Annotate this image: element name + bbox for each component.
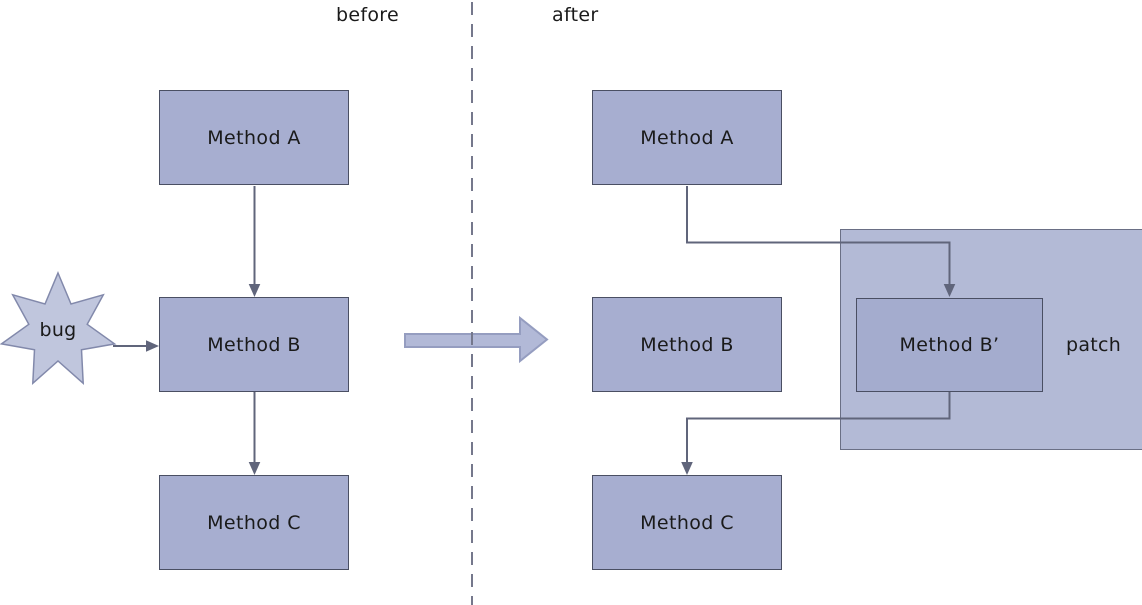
method-b-box-before: Method B	[159, 297, 349, 392]
arrowhead-b-to-c-before	[248, 462, 261, 475]
method-b-label-after: Method B	[640, 333, 734, 356]
method-a-label-before: Method A	[207, 126, 301, 149]
method-c-box-after: Method C	[592, 475, 782, 570]
method-c-label-after: Method C	[640, 511, 734, 534]
arrowhead-a-to-b-before	[248, 284, 261, 297]
method-b-label-before: Method B	[207, 333, 301, 356]
method-a-box-before: Method A	[159, 90, 349, 185]
after-heading: after	[552, 4, 599, 26]
transition-arrow-icon	[404, 315, 549, 364]
bug-label: bug	[39, 319, 77, 341]
method-a-box-after: Method A	[592, 90, 782, 185]
patch-label: patch	[1066, 334, 1122, 356]
arrowhead-bprime-to-c-after	[681, 462, 693, 475]
method-c-label-before: Method C	[207, 511, 301, 534]
before-heading: before	[336, 4, 399, 26]
method-b-box-after: Method B	[592, 297, 782, 392]
arrowhead-bug-to-b	[146, 340, 159, 352]
method-a-label-after: Method A	[640, 126, 734, 149]
method-b-prime-box: Method B’	[856, 298, 1043, 392]
method-c-box-before: Method C	[159, 475, 349, 570]
method-b-prime-label: Method B’	[899, 334, 1000, 356]
